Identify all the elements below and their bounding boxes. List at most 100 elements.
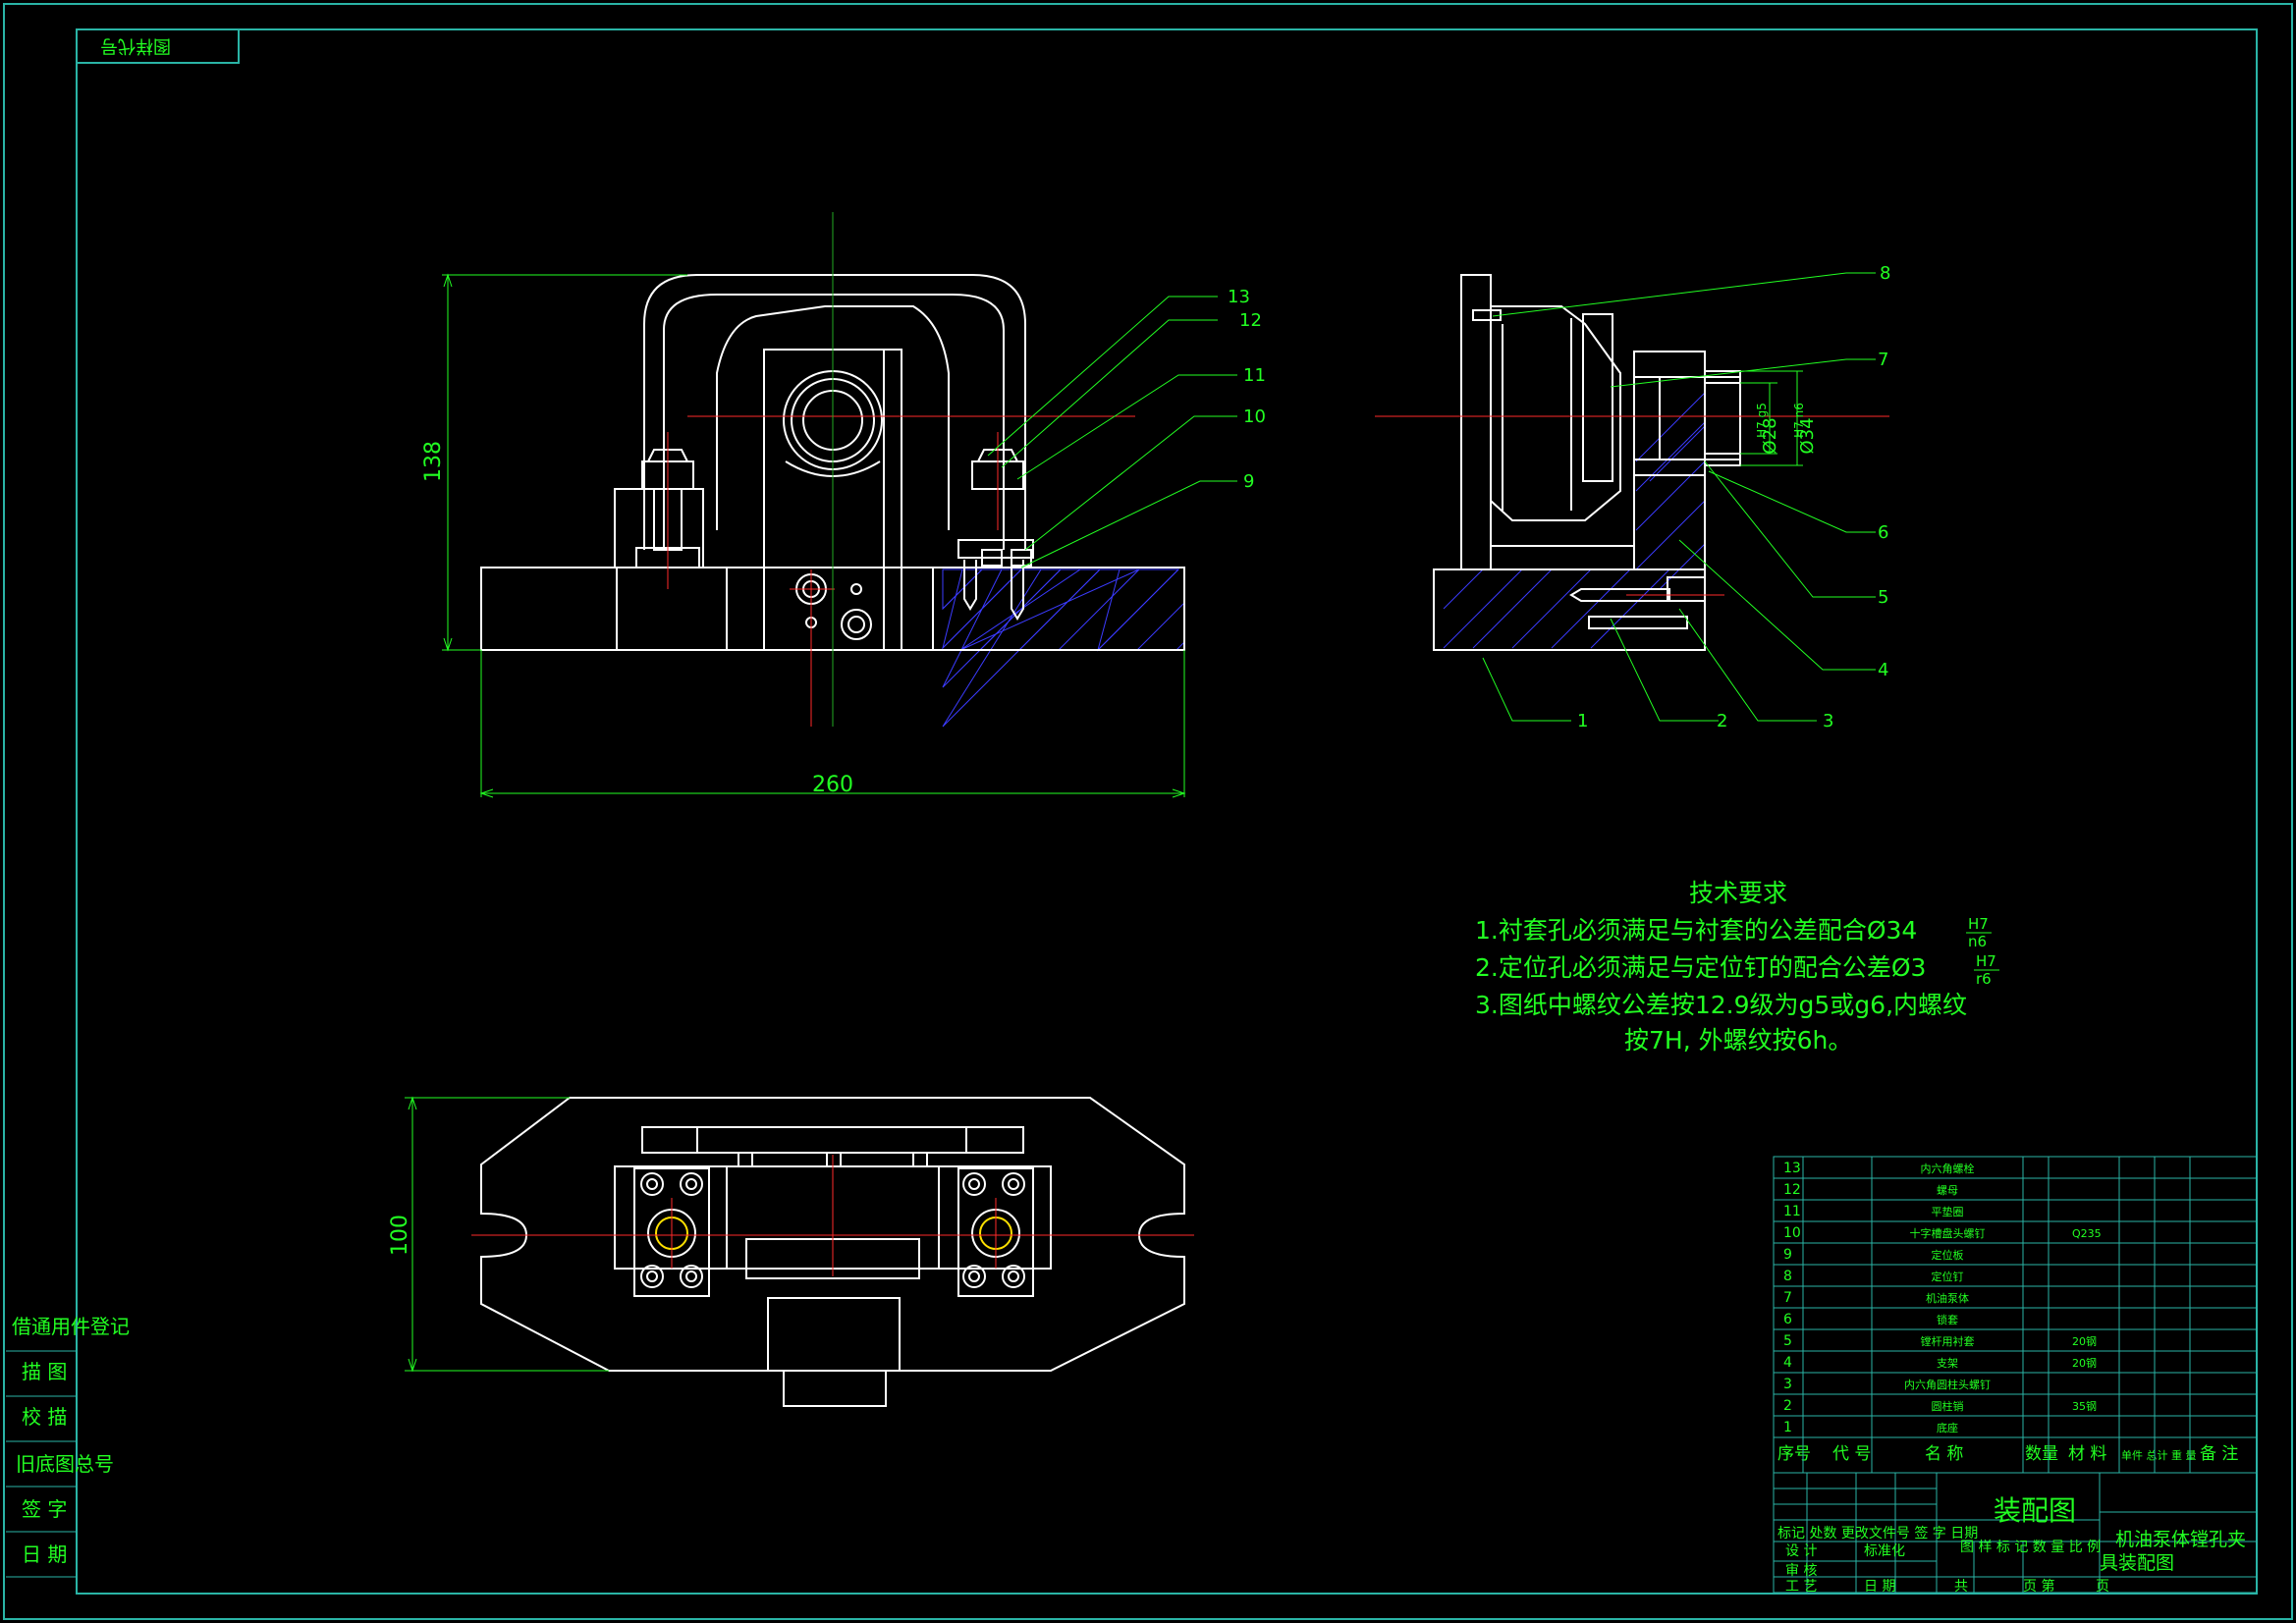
side-bushing <box>1633 376 1741 460</box>
stamp-date: 日 期 <box>22 1542 67 1566</box>
balloon-2: 2 <box>1717 711 1727 731</box>
title-part-name-1: 机油泵体镗孔夹 <box>2115 1529 2246 1550</box>
bom-row-name: 定位钉 <box>1932 1270 1964 1283</box>
bom-header-cell: 代 号 <box>1832 1444 1871 1464</box>
front-base-hatch <box>942 568 1185 728</box>
side-fit-inner: Ø28 <box>1760 417 1780 454</box>
tech-req-line-2: 2.定位孔必须满足与定位钉的配合公差Ø3 <box>1475 953 1926 982</box>
bom-row-name: 内六角圆柱头螺钉 <box>1904 1378 1991 1391</box>
top-dim-height: 100 <box>388 1215 412 1256</box>
bom-row-name: 机油泵体 <box>1926 1291 1969 1305</box>
stamp-old-drawing-no: 旧底图总号 <box>16 1452 114 1476</box>
bom-header-cell: 数量 <box>2025 1444 2058 1464</box>
left-stamp <box>6 1350 77 1578</box>
side-leader-lines <box>1482 272 1876 722</box>
front-dim-height: 138 <box>421 441 446 482</box>
title-part-name-2: 具装配图 <box>2100 1552 2174 1574</box>
side-fit-inner-tol: H7 g5 <box>1755 403 1769 438</box>
bom-row-number: 1 <box>1783 1420 1792 1435</box>
bom-row-number: 12 <box>1783 1182 1801 1198</box>
stamp-signature: 签 字 <box>22 1497 67 1521</box>
bom-row-number: 3 <box>1783 1377 1792 1392</box>
bom-row-name: 定位板 <box>1932 1248 1964 1262</box>
bom-row-material: Q235 <box>2072 1227 2102 1240</box>
tech-req-line-3: 3.图纸中螺纹公差按12.9级为g5或g6,内螺纹 <box>1475 991 1967 1019</box>
stamp-tracing: 描 图 <box>22 1360 67 1383</box>
tech-req-line-4: 按7H, 外螺纹按6h。 <box>1624 1026 1852 1055</box>
bom-row-name: 十字槽盘头螺钉 <box>1910 1226 1986 1240</box>
tech-req-fit1-upper: H7 <box>1968 915 1989 933</box>
bom-row-name: 内六角螺栓 <box>1921 1162 1975 1175</box>
balloon-8: 8 <box>1880 263 1890 284</box>
stamp-borrowed-parts: 借通用件登记 <box>12 1315 130 1338</box>
drawing-frame <box>3 3 2293 1620</box>
front-dim-width: 260 <box>812 773 853 797</box>
bom-row-number: 13 <box>1783 1161 1801 1176</box>
front-dimensions <box>442 273 1186 798</box>
side-fit-outer-tol: H7 n6 <box>1792 403 1806 438</box>
title-sheet-no: 页 第 <box>2023 1578 2054 1595</box>
bom-row-number: 11 <box>1783 1204 1801 1219</box>
bom-header-cell: 序号 <box>1777 1444 1811 1464</box>
title-review-label: 审 核 <box>1785 1563 1817 1579</box>
bom-row-material: 20钢 <box>2072 1335 2097 1348</box>
front-leader-lines <box>987 296 1237 568</box>
bom-row-number: 7 <box>1783 1290 1792 1306</box>
front-view: 260 138 13 12 11 10 9 <box>421 212 1266 798</box>
side-upright <box>1460 274 1492 570</box>
title-sheet-total: 共 <box>1954 1579 1968 1595</box>
balloon-6: 6 <box>1878 522 1888 543</box>
top-base-outline <box>480 1097 1185 1372</box>
bom-row-number: 4 <box>1783 1355 1792 1371</box>
title-revision-row: 标记 处数 更改文件号 签 字 日期 <box>1777 1525 1978 1542</box>
balloon-1: 1 <box>1577 711 1588 731</box>
tech-req-fit1-lower: n6 <box>1968 933 1987 950</box>
tech-req-fit2-upper: H7 <box>1976 952 1996 970</box>
balloon-13: 13 <box>1228 287 1250 307</box>
bom-header-cell: 单件 总计 重 量 <box>2121 1448 2197 1462</box>
bom-row-name: 镗杆用衬套 <box>1921 1334 1975 1348</box>
bom-row-number: 5 <box>1783 1333 1792 1349</box>
bom-header-cell: 备 注 <box>2200 1444 2238 1464</box>
border-drawing-code-label: 图样代号 <box>100 35 171 56</box>
bom-row-name: 底座 <box>1937 1421 1958 1434</box>
balloon-11: 11 <box>1243 365 1266 386</box>
balloon-10: 10 <box>1243 406 1266 427</box>
bom-row-number: 8 <box>1783 1269 1792 1284</box>
side-fit-outer: Ø34 <box>1797 417 1818 454</box>
bom-row-number: 2 <box>1783 1398 1792 1414</box>
bom-row-name: 支架 <box>1937 1357 1958 1370</box>
title-design-label: 设 计 <box>1785 1543 1817 1559</box>
front-arch-bracket <box>643 274 1026 550</box>
side-view: Ø28 H7 g5 Ø34 H7 n6 8 7 6 5 4 1 2 3 <box>1375 263 1890 731</box>
balloon-3: 3 <box>1823 711 1833 731</box>
balloon-9: 9 <box>1243 471 1254 492</box>
balloon-7: 7 <box>1878 350 1888 370</box>
bom-row-number: 10 <box>1783 1225 1801 1241</box>
title-stage-row: 图 样 标 记 数 量 比 例 <box>1960 1540 2101 1555</box>
bom-row-name: 螺母 <box>1937 1184 1958 1197</box>
title-standard-label: 标准化 <box>1864 1543 1905 1559</box>
top-view: 100 <box>388 1096 1194 1407</box>
side-hatch <box>1443 392 1706 649</box>
bom-row-name: 锁套 <box>1937 1313 1958 1326</box>
bom-row-material: 20钢 <box>2072 1357 2097 1370</box>
title-sheet-unit: 页 <box>2096 1579 2109 1595</box>
bom-row-name: 圆柱销 <box>1932 1399 1964 1413</box>
balloon-5: 5 <box>1878 587 1888 608</box>
stamp-checking: 校 描 <box>22 1405 67 1429</box>
title-drawing-title: 装配图 <box>1994 1494 2076 1527</box>
title-block: 装配图 机油泵体镗孔夹 具装配图 标记 处数 更改文件号 签 字 日期 设 计 … <box>1773 1472 2258 1595</box>
title-date-label: 日 期 <box>1864 1579 1895 1595</box>
balloon-4: 4 <box>1878 660 1888 680</box>
balloon-12: 12 <box>1239 310 1262 331</box>
tech-req-title: 技术要求 <box>1689 879 1787 907</box>
tech-req-line-1: 1.衬套孔必须满足与衬套的公差配合Ø34 <box>1475 916 1917 945</box>
top-right-fixture <box>957 1167 1034 1297</box>
bom-row-number: 9 <box>1783 1247 1792 1263</box>
bom-row-number: 6 <box>1783 1312 1792 1327</box>
tech-req-fit2-lower: r6 <box>1976 970 1992 988</box>
bom-row-name: 平垫圈 <box>1932 1205 1964 1218</box>
